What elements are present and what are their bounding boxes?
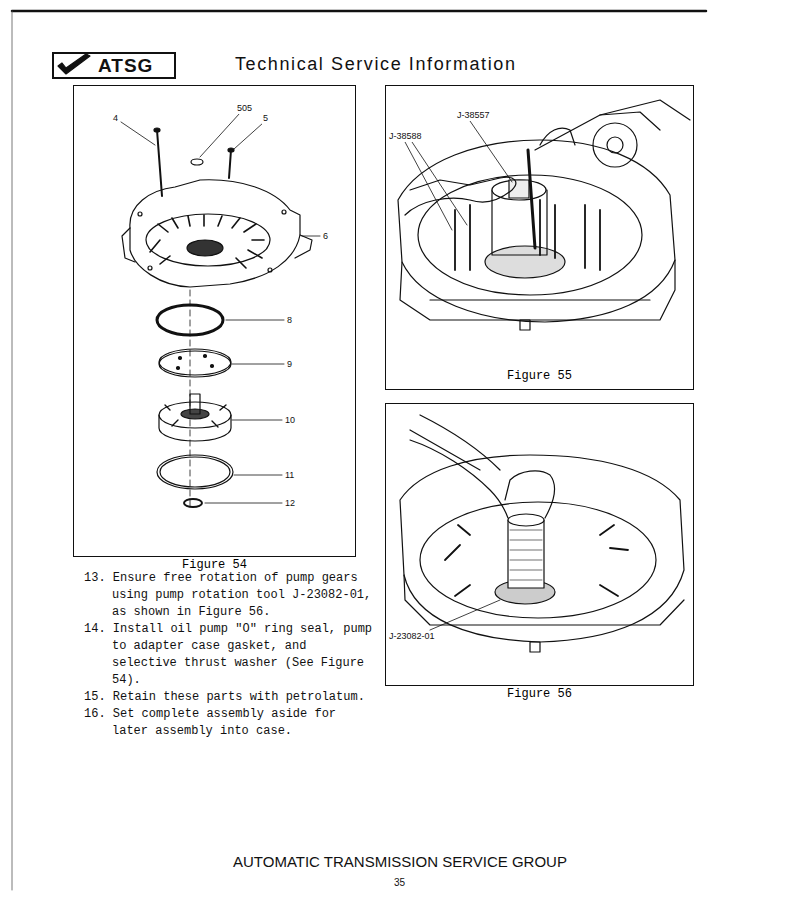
exploded-pump-illustration bbox=[121, 113, 320, 510]
pump-rotation-check-illustration bbox=[400, 415, 684, 652]
tool-number: J-38557 bbox=[456, 110, 491, 121]
left-rule bbox=[12, 11, 13, 890]
pump-bolt-tightening-illustration bbox=[398, 100, 690, 330]
procedure-step: 13. Ensure free rotation of pump gears u… bbox=[84, 570, 376, 621]
figure-caption: Figure 56 bbox=[386, 687, 693, 701]
tool-number: J-38588 bbox=[388, 131, 423, 142]
procedure-step: 15. Retain these parts with petrolatum. bbox=[84, 689, 376, 706]
procedure-step: 14. Install oil pump "O" ring seal, pump… bbox=[84, 621, 376, 689]
callout-number: 10 bbox=[284, 415, 296, 426]
procedure-step: 16. Set complete assembly aside for late… bbox=[84, 706, 376, 740]
page-footer: AUTOMATIC TRANSMISSION SERVICE GROUP bbox=[233, 853, 567, 870]
callout-number: 4 bbox=[112, 113, 119, 124]
callout-number: 5 bbox=[262, 113, 269, 124]
logo-box: ATSG bbox=[52, 52, 176, 79]
tool-number: J-23082-01 bbox=[388, 631, 436, 642]
callout-number: 6 bbox=[322, 231, 329, 242]
callout-number: 12 bbox=[284, 498, 296, 509]
figure-caption: Figure 55 bbox=[386, 369, 693, 383]
page-number: 35 bbox=[394, 877, 405, 888]
logo-check bbox=[58, 54, 90, 74]
callout-number: 505 bbox=[236, 103, 253, 114]
figure-frame: Figure 54 bbox=[73, 85, 356, 557]
figure-caption: Figure 54 bbox=[74, 558, 355, 572]
callout-number: 9 bbox=[286, 359, 293, 370]
figure-frame: Figure 55 bbox=[385, 85, 694, 390]
callout-number: 11 bbox=[284, 470, 295, 481]
page-title: Technical Service Information bbox=[235, 54, 517, 75]
top-rule bbox=[12, 10, 706, 13]
figure-frame: Figure 56 bbox=[385, 403, 694, 686]
callout-number: 8 bbox=[286, 315, 293, 326]
logo-text: ATSG bbox=[98, 55, 153, 77]
